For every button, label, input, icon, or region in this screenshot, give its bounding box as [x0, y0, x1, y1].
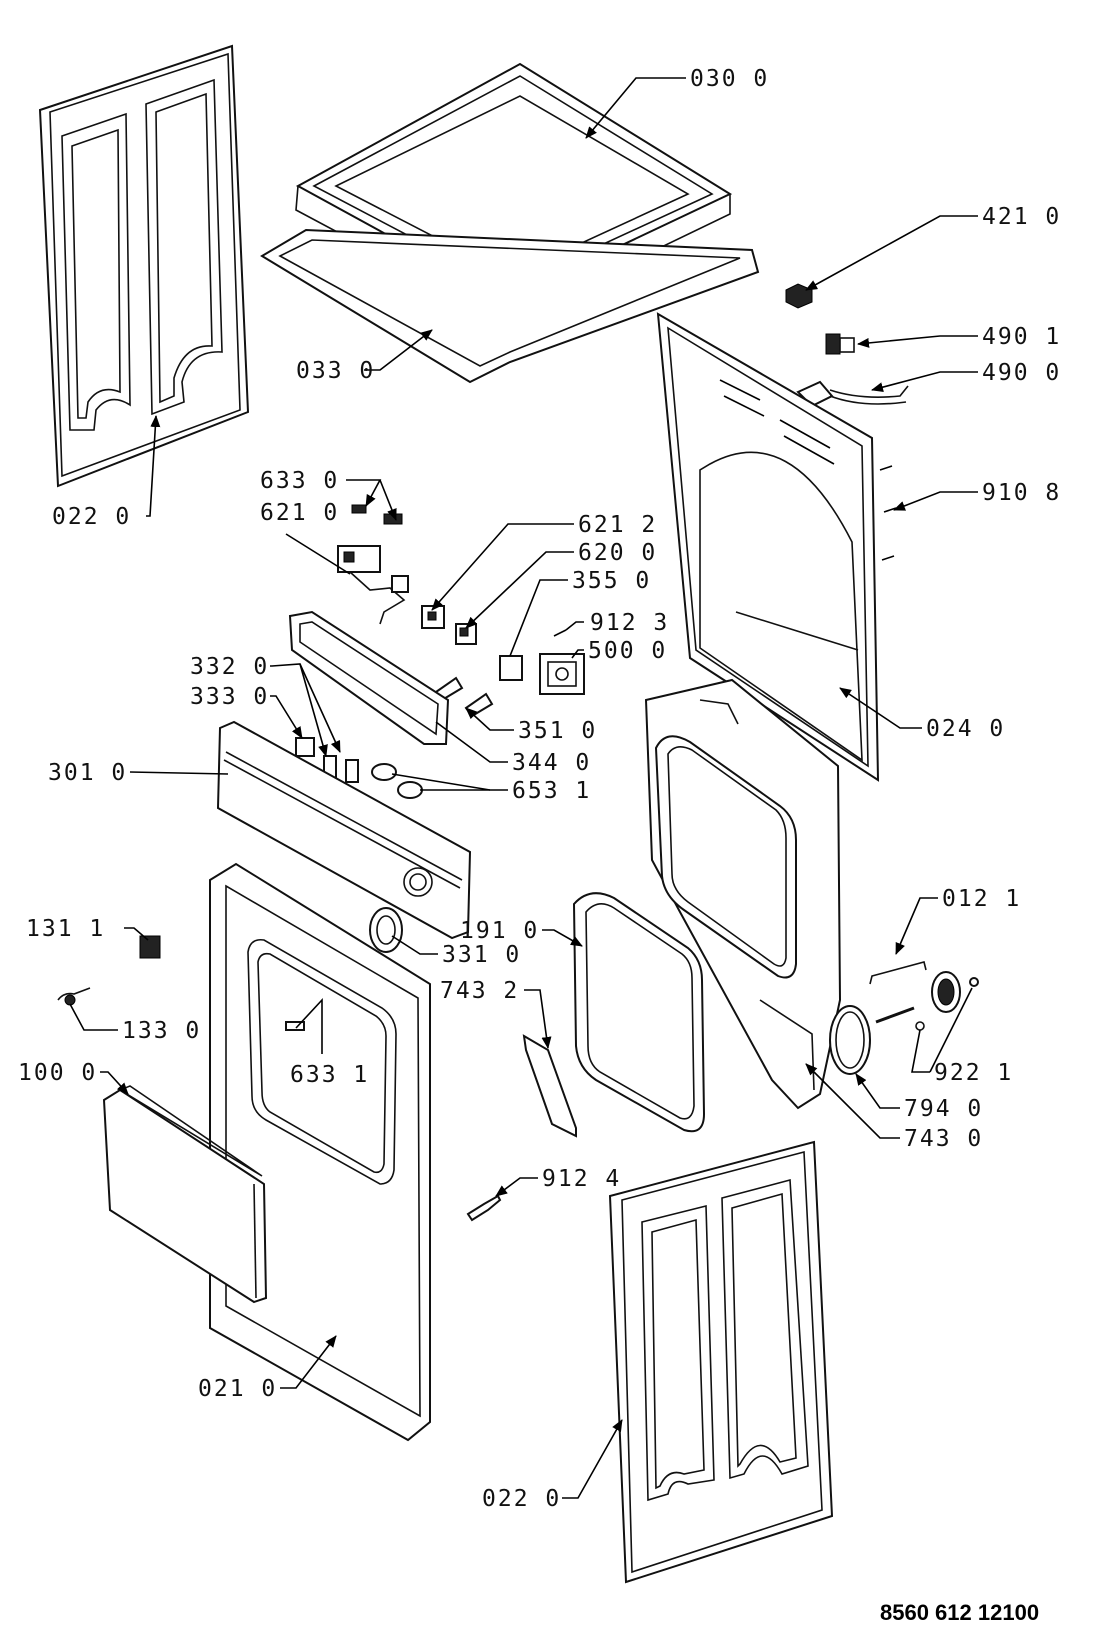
callout-033: 033 0 [296, 358, 375, 384]
callout-743: 743 0 [904, 1126, 983, 1152]
callout-1311: 131 1 [26, 916, 105, 942]
program-knob [369, 907, 403, 953]
callout-0121: 012 1 [942, 886, 1021, 912]
callout-9123: 912 3 [590, 610, 669, 636]
plug-block [785, 283, 813, 309]
hinge-1311 [139, 935, 161, 959]
shaft-wheel [869, 961, 979, 1031]
callout-133: 133 0 [122, 1018, 201, 1044]
cable-connector [825, 333, 855, 355]
leader-lines [69, 77, 978, 1499]
callout-6212: 621 2 [578, 512, 657, 538]
callout-9124: 912 4 [542, 1166, 621, 1192]
callout-9108: 910 8 [982, 480, 1061, 506]
front-panel [209, 862, 431, 1442]
side-panel-left [38, 44, 250, 488]
drum-ring [829, 1005, 871, 1075]
callout-421: 421 0 [982, 204, 1061, 230]
callout-332: 332 0 [190, 654, 269, 680]
control-bracket [288, 610, 450, 745]
callout-6210: 621 0 [260, 500, 339, 526]
bracket-355 [499, 655, 523, 681]
door-latch [285, 1021, 305, 1031]
screws-910 [879, 465, 897, 561]
switch-6212 [421, 605, 445, 629]
callout-030: 030 0 [690, 66, 769, 92]
callout-355: 355 0 [572, 568, 651, 594]
filter-plate [522, 1034, 577, 1138]
callout-0220-bottom: 022 0 [482, 1486, 561, 1512]
callout-351: 351 0 [518, 718, 597, 744]
knobs-653 [371, 763, 423, 799]
side-panel-right [608, 1140, 834, 1584]
callout-344: 344 0 [512, 750, 591, 776]
door-seal [572, 892, 706, 1133]
callout-0220-top: 022 0 [52, 504, 131, 530]
rear-panel [656, 312, 880, 782]
callout-7432: 743 2 [440, 978, 519, 1004]
lid-plate [260, 228, 760, 384]
document-code: 8560 612 12100 [880, 1600, 1039, 1625]
hook-1330 [57, 987, 91, 1006]
callout-4900: 490 0 [982, 360, 1061, 386]
callout-4901: 490 1 [982, 324, 1061, 350]
switch-assembly [337, 545, 409, 625]
control-panel [216, 720, 472, 940]
callout-021: 021 0 [198, 1376, 277, 1402]
callout-labels: 030 0 421 0 490 1 490 0 910 8 022 0 033 … [18, 66, 1061, 1625]
callout-500: 500 0 [588, 638, 667, 664]
callout-633: 633 0 [260, 468, 339, 494]
callout-6331: 633 1 [290, 1062, 369, 1088]
screw-9124 [466, 1194, 502, 1222]
callout-100: 100 0 [18, 1060, 97, 1086]
callout-024: 024 0 [926, 716, 1005, 742]
screw-9123 [553, 629, 567, 637]
timer-module [539, 653, 585, 695]
callout-301: 301 0 [48, 760, 127, 786]
callout-191: 191 0 [460, 918, 539, 944]
callout-331: 331 0 [442, 942, 521, 968]
callout-333: 333 0 [190, 684, 269, 710]
buttons-332-333 [295, 737, 359, 783]
callout-794: 794 0 [904, 1096, 983, 1122]
callout-620: 620 0 [578, 540, 657, 566]
callout-9221: 922 1 [934, 1060, 1013, 1086]
front-bearing-frame [644, 678, 842, 1110]
callout-6531: 653 1 [512, 778, 591, 804]
